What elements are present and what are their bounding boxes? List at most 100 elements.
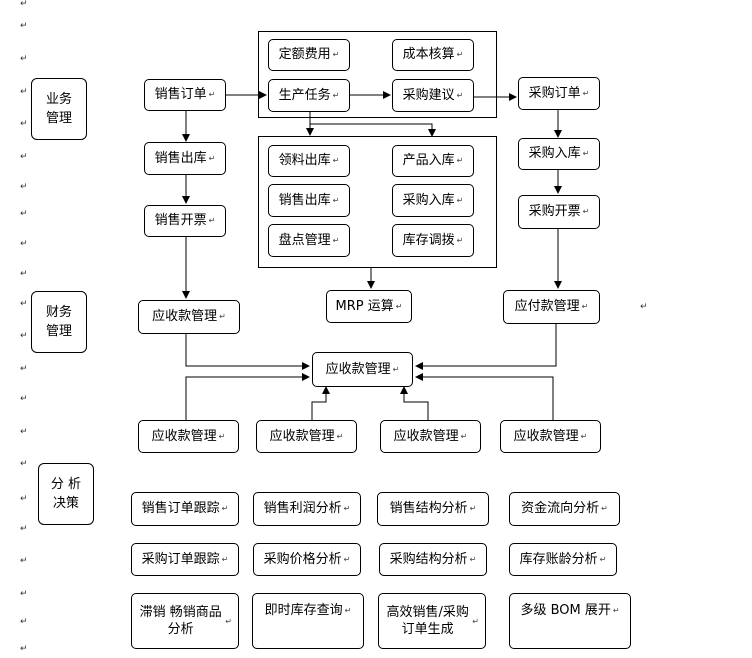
node-sales-outbound: 销售出库↵ — [144, 142, 226, 175]
node-fund-flow-analysis: 资金流向分析↵ — [509, 492, 620, 526]
box-paragraph-mark: ↵ — [225, 616, 232, 626]
node-material-issue: 领料出库↵ — [268, 145, 350, 177]
node-center-receivable: 应收款管理↵ — [312, 352, 413, 387]
node-purchase-inbound: 采购入库↵ — [518, 138, 600, 170]
node-receivable: 应收款管理↵ — [138, 300, 240, 334]
paragraph-mark: ↵ — [20, 0, 28, 9]
box-paragraph-mark: ↵ — [612, 606, 620, 615]
paragraph-mark: ↵ — [20, 331, 28, 341]
box-paragraph-mark: ↵ — [343, 504, 351, 513]
cost-production-frame — [258, 31, 497, 118]
box-paragraph-mark: ↵ — [456, 156, 464, 165]
box-paragraph-mark: ↵ — [392, 364, 400, 374]
box-paragraph-mark: ↵ — [344, 606, 352, 615]
node-purchase-order: 采购订单↵ — [518, 77, 600, 110]
node-production-task: 生产任务↵ — [268, 79, 350, 112]
paragraph-mark: ↵ — [20, 364, 28, 374]
node-cost-accounting: 成本核算↵ — [392, 39, 474, 71]
arrow-receivable-to-center — [185, 334, 310, 370]
inventory-frame — [258, 136, 497, 268]
paragraph-mark: ↵ — [20, 494, 28, 504]
arrow-bottom3-to-center — [400, 386, 429, 420]
paragraph-mark: ↵ — [20, 209, 28, 219]
node-bottom-1: 应收款管理↵ — [138, 420, 239, 453]
section-business-management: 业务管理 — [31, 78, 87, 140]
box-paragraph-mark: ↵ — [208, 216, 216, 225]
box-paragraph-mark: ↵ — [469, 504, 477, 513]
box-paragraph-mark: ↵ — [208, 90, 216, 99]
paragraph-mark: ↵ — [20, 21, 28, 31]
node-purchase-invoice: 采购开票↵ — [518, 195, 600, 229]
paragraph-mark: ↵ — [20, 394, 28, 404]
arrow-bottom4-to-center — [415, 373, 554, 420]
box-paragraph-mark: ↵ — [469, 554, 477, 564]
paragraph-mark: ↵ — [20, 152, 28, 162]
box-paragraph-mark: ↵ — [582, 207, 590, 216]
box-paragraph-mark: ↵ — [395, 301, 403, 311]
paragraph-mark: ↵ — [20, 269, 28, 279]
arrow-task-to-inventory-right — [310, 123, 436, 137]
box-paragraph-mark: ↵ — [343, 554, 351, 564]
paragraph-mark: ↵ — [20, 239, 28, 249]
node-inventory-aging-analysis: 库存账龄分析↵ — [509, 543, 617, 576]
node-purchase-order-tracking: 采购订单跟踪↵ — [131, 543, 239, 576]
box-paragraph-mark: ↵ — [456, 195, 464, 205]
box-paragraph-mark: ↵ — [332, 50, 340, 59]
node-payable: 应付款管理↵ — [503, 290, 600, 324]
node-realtime-inventory-query: 即时库存查询↵ — [252, 593, 364, 649]
paragraph-mark: ↵ — [20, 119, 28, 129]
box-paragraph-mark: ↵ — [581, 302, 589, 311]
node-purchase-suggestion: 采购建议↵ — [392, 79, 474, 112]
node-stocktaking: 盘点管理↵ — [268, 224, 350, 257]
paragraph-mark: ↵ — [20, 556, 28, 566]
node-sales-structure-analysis: 销售结构分析↵ — [377, 492, 489, 526]
box-paragraph-mark: ↵ — [332, 156, 340, 165]
node-purchase-structure-analysis: 采购结构分析↵ — [379, 543, 487, 576]
section-analysis-decision: 分 析决策 — [38, 463, 94, 525]
node-product-receipt: 产品入库↵ — [392, 145, 474, 177]
node-inventory-sales-outbound: 销售出库↵ — [268, 184, 350, 217]
arrow-bottom1-to-center — [185, 373, 310, 420]
node-sales-invoice: 销售开票↵ — [144, 205, 226, 237]
node-efficient-order-generation: 高效销售/采购订单生成↵ — [378, 593, 486, 649]
node-sales-order: 销售订单↵ — [144, 79, 226, 111]
paragraph-mark: ↵ — [20, 617, 28, 627]
paragraph-mark: ↵ — [20, 459, 28, 469]
paragraph-mark: ↵ — [20, 299, 28, 309]
node-sales-profit-analysis: 销售利润分析↵ — [253, 492, 361, 526]
box-paragraph-mark: ↵ — [332, 90, 340, 100]
node-bottom-3: 应收款管理↵ — [380, 420, 481, 453]
box-paragraph-mark: ↵ — [460, 431, 468, 441]
node-inventory-purchase-inbound: 采购入库↵ — [392, 184, 474, 217]
paragraph-mark: ↵ — [20, 427, 28, 437]
paragraph-mark: ↵ — [20, 644, 28, 654]
box-paragraph-mark: ↵ — [582, 88, 590, 98]
arrow-bottom2-to-center — [311, 386, 330, 420]
box-paragraph-mark: ↵ — [456, 90, 464, 100]
box-paragraph-mark: ↵ — [472, 616, 479, 626]
box-paragraph-mark: ↵ — [336, 431, 344, 441]
box-paragraph-mark: ↵ — [582, 149, 590, 158]
box-paragraph-mark: ↵ — [208, 153, 216, 163]
box-paragraph-mark: ↵ — [332, 195, 340, 205]
node-stock-transfer: 库存调拨↵ — [392, 224, 474, 257]
paragraph-mark: ↵ — [20, 589, 28, 599]
paragraph-mark: ↵ — [20, 87, 28, 97]
node-mrp: MRP 运算↵ — [326, 290, 412, 323]
box-paragraph-mark: ↵ — [456, 235, 464, 245]
box-paragraph-mark: ↵ — [599, 554, 607, 564]
paragraph-mark: ↵ — [20, 524, 28, 534]
node-multilevel-bom-expansion: 多级 BOM 展开↵ — [509, 593, 631, 649]
node-quota-cost: 定额费用↵ — [268, 39, 350, 71]
box-paragraph-mark: ↵ — [456, 50, 464, 59]
box-paragraph-mark: ↵ — [221, 554, 229, 564]
node-sales-order-tracking: 销售订单跟踪↵ — [131, 492, 239, 526]
box-paragraph-mark: ↵ — [601, 504, 608, 513]
box-paragraph-mark: ↵ — [221, 504, 229, 513]
paragraph-mark: ↵ — [20, 182, 28, 192]
node-purchase-price-analysis: 采购价格分析↵ — [253, 543, 361, 576]
node-bottom-2: 应收款管理↵ — [256, 420, 357, 453]
section-finance-management: 财务管理 — [31, 291, 87, 353]
node-bottom-4: 应收款管理↵ — [500, 420, 601, 453]
